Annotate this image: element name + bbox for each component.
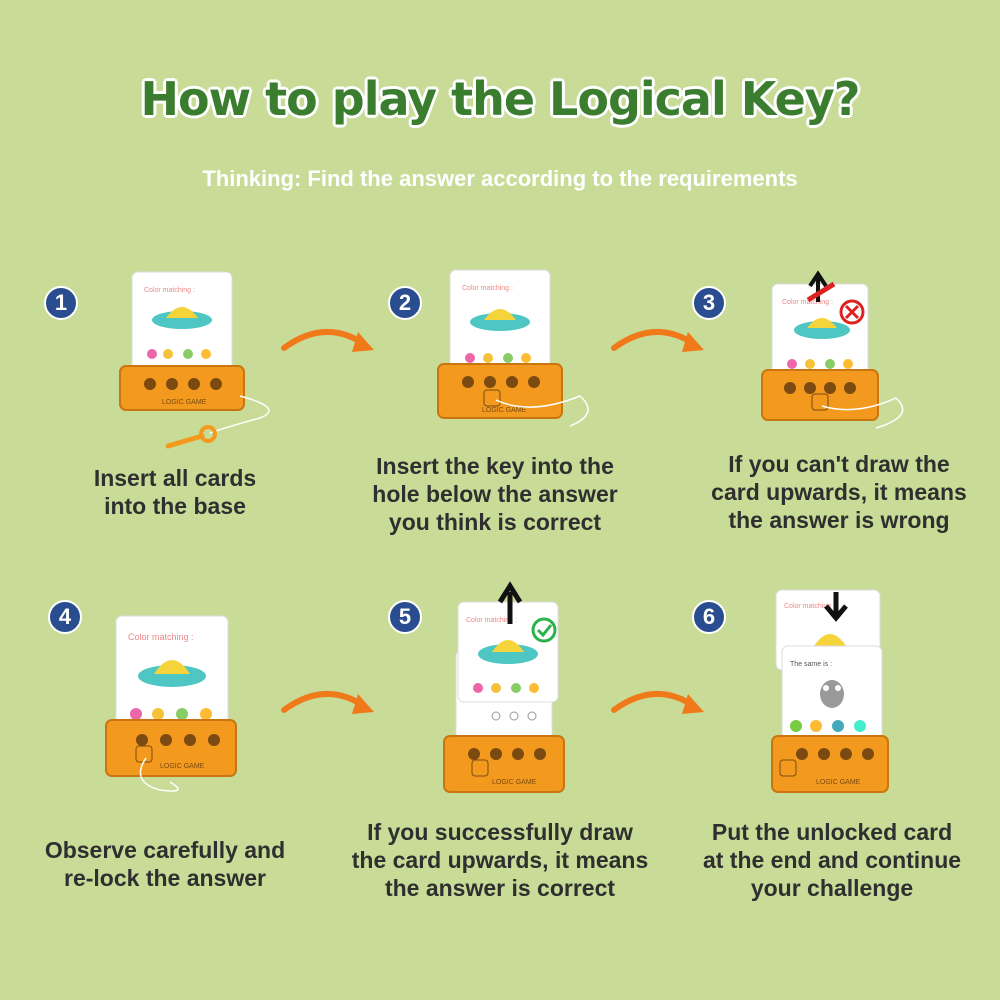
base-label: LOGIC GAME xyxy=(816,779,861,786)
caption-line: the card upwards, it means xyxy=(351,847,649,873)
step-1-illustration: Color matching : LOGIC GAME xyxy=(119,271,270,449)
step-4-number-badge: 4 xyxy=(48,600,82,634)
card-heading: Color matching : xyxy=(784,603,835,610)
card-heading: Color matching : xyxy=(782,299,833,306)
caption-line: If you can't draw the xyxy=(728,451,950,477)
step-arrow-icon xyxy=(281,691,374,714)
step-3-illustration: Color matching : xyxy=(761,270,904,429)
caption-line: re-lock the answer xyxy=(64,865,266,891)
caption-line: you think is correct xyxy=(388,509,602,535)
base-label: LOGIC GAME xyxy=(482,407,527,414)
caption-line: Put the unlocked card xyxy=(711,819,953,845)
step-4-caption: Observe carefully and re-lock the answer xyxy=(20,836,310,892)
step-2-number-badge: 2 xyxy=(388,286,422,320)
caption-line: the answer is correct xyxy=(384,875,616,901)
card-heading: Color matching : xyxy=(128,632,194,642)
step-2-caption: Insert the key into the hole below the a… xyxy=(340,452,650,536)
caption-line: into the base xyxy=(104,493,246,519)
step-4-illustration: Color matching : LOGIC GAME xyxy=(105,615,237,792)
caption-line: at the end and continue xyxy=(702,847,962,873)
caption-line: the answer is wrong xyxy=(728,507,950,533)
caption-line: your challenge xyxy=(750,875,914,901)
base-label: LOGIC GAME xyxy=(160,763,205,770)
caption-line: card upwards, it means xyxy=(711,479,967,505)
card-heading-monster: The same is : xyxy=(790,661,832,668)
page-subtitle: Thinking: Find the answer according to t… xyxy=(202,166,798,191)
caption-line: Observe carefully and xyxy=(44,837,286,863)
step-arrow-icon xyxy=(281,329,374,352)
step-6-illustration: Color matching : The same is : LOGIC GAM… xyxy=(771,589,889,793)
step-arrow-icon xyxy=(611,691,704,714)
step-1-caption: Insert all cards into the base xyxy=(55,464,295,520)
caption-line: If you successfully draw xyxy=(367,819,633,845)
card-heading: Color matching : xyxy=(462,285,513,292)
caption-line: hole below the answer xyxy=(372,481,618,507)
base-label: LOGIC GAME xyxy=(162,399,207,406)
step-5-number-badge: 5 xyxy=(388,600,422,634)
step-6-caption: Put the unlocked card at the end and con… xyxy=(676,818,988,902)
step-1-number-badge: 1 xyxy=(44,286,78,320)
base-label: LOGIC GAME xyxy=(492,779,537,786)
step-6-number-badge: 6 xyxy=(692,600,726,634)
page-title: How to play the Logical Key? xyxy=(140,72,861,126)
card-heading: Color matching : xyxy=(144,287,195,294)
step-5-illustration: Color matching : LOGIC GAME xyxy=(443,581,565,793)
step-5-caption: If you successfully draw the card upward… xyxy=(330,818,670,902)
card-heading: Color matching : xyxy=(466,617,517,624)
caption-line: Insert all cards xyxy=(93,465,257,491)
step-2-illustration: Color matching : LOGIC GAME xyxy=(437,269,589,427)
step-arrow-icon xyxy=(611,329,704,352)
step-3-caption: If you can't draw the card upwards, it m… xyxy=(686,450,992,534)
caption-line: Insert the key into the xyxy=(376,453,614,479)
step-3-number-badge: 3 xyxy=(692,286,726,320)
